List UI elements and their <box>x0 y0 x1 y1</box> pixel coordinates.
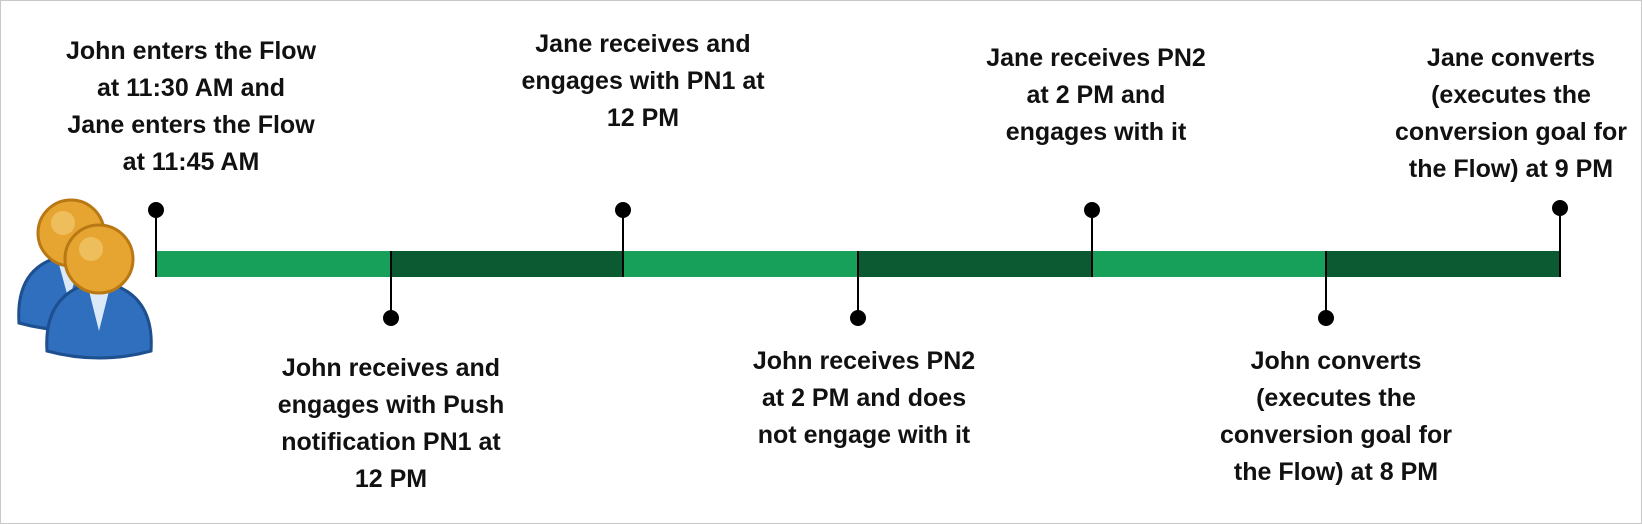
users-icon <box>17 198 153 360</box>
marker-above-2 <box>615 202 631 277</box>
event-label-jane-pn2: Jane receives PN2 at 2 PM and engages wi… <box>986 44 1206 146</box>
event-label-jane-pn1: Jane receives and engages with PN1 at 12… <box>521 30 765 132</box>
event-label-john-converts: John converts (executes the conversion g… <box>1220 347 1452 486</box>
marker-above-3 <box>1084 202 1100 277</box>
event-label-jane-converts: Jane converts (executes the conversion g… <box>1395 44 1627 183</box>
marker-below-1 <box>383 251 399 326</box>
marker-above-1 <box>148 202 164 277</box>
timeline-segment-3 <box>624 251 858 277</box>
timeline-segment-1 <box>156 251 390 277</box>
event-label-john-pn2: John receives PN2 at 2 PM and does not e… <box>752 347 976 449</box>
timeline-segment-2 <box>390 251 624 277</box>
timeline-segment-5 <box>1092 251 1326 277</box>
timeline-segment-4 <box>858 251 1092 277</box>
marker-below-2 <box>850 251 866 326</box>
front-user-icon <box>45 223 153 360</box>
event-label-john-jane-enter: John enters the Flow at 11:30 AM and Jan… <box>65 37 317 176</box>
event-label-john-pn1: John receives and engages with Push noti… <box>277 354 505 493</box>
marker-above-4 <box>1552 200 1568 277</box>
marker-below-3 <box>1318 251 1334 326</box>
timeline-segment-6 <box>1326 251 1560 277</box>
